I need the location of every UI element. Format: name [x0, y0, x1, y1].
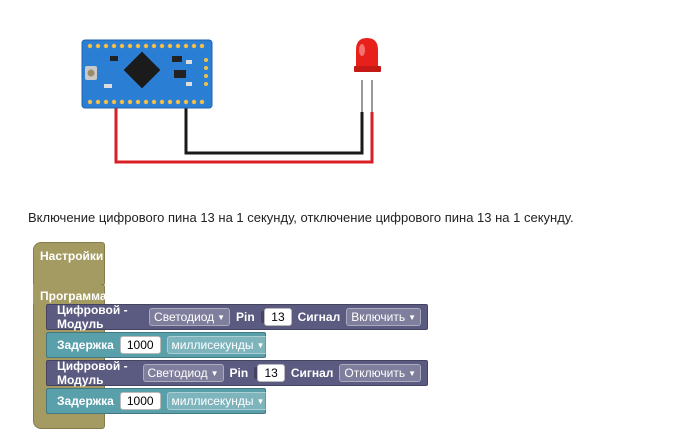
setup-block[interactable]: [33, 242, 105, 286]
led-icon: [354, 38, 381, 112]
pin-input[interactable]: 13: [264, 308, 292, 326]
delay-block-1[interactable]: Задержка 1000 миллисекунды▼: [46, 332, 270, 358]
dropdown-caret-icon: ▼: [217, 312, 226, 322]
input-connector-icon: [260, 311, 265, 323]
example-description: Включение цифрового пина 13 на 1 секунду…: [28, 210, 574, 225]
dropdown-caret-icon: ▼: [256, 340, 265, 350]
pin-input[interactable]: 13: [257, 364, 285, 382]
black-wire: [184, 108, 364, 155]
signal-dropdown[interactable]: Включить▼: [346, 308, 421, 326]
digital-label: Цифровой - Модуль: [57, 359, 128, 387]
delay-input[interactable]: 1000: [119, 336, 161, 354]
pin-label: Pin: [229, 366, 249, 380]
digital-write-block-1[interactable]: Цифровой - Модуль Светодиод▼ Pin 13 Сигн…: [46, 303, 428, 331]
setup-label: Настройки: [40, 249, 104, 263]
red-wire: [114, 108, 374, 164]
digital-label: Цифровой - Модуль: [57, 303, 128, 331]
delay-block-2[interactable]: Задержка 1000 миллисекунды▼: [46, 388, 270, 414]
circuit-diagram: [81, 38, 381, 164]
program-block-header: [33, 284, 101, 304]
arduino-board: [81, 39, 213, 109]
signal-dropdown[interactable]: Отключить▼: [339, 364, 421, 382]
dropdown-caret-icon: ▼: [408, 312, 416, 322]
module-dropdown[interactable]: Светодиод▼: [142, 364, 224, 382]
delay-input[interactable]: 1000: [119, 392, 161, 410]
module-dropdown[interactable]: Светодиод▼: [149, 308, 231, 326]
signal-label: Сигнал: [297, 310, 341, 324]
dropdown-caret-icon: ▼: [408, 368, 416, 378]
delay-label: Задержка: [57, 394, 114, 408]
blockly-workspace: Настройки Программа Цифровой - Модуль Св…: [30, 238, 450, 438]
unit-dropdown[interactable]: миллисекунды▼: [166, 336, 270, 354]
input-connector-icon: [254, 367, 258, 379]
dropdown-caret-icon: ▼: [210, 368, 219, 378]
program-label: Программа: [40, 289, 107, 303]
signal-label: Сигнал: [290, 366, 334, 380]
dropdown-caret-icon: ▼: [256, 396, 265, 406]
pin-label: Pin: [236, 310, 255, 324]
delay-label: Задержка: [57, 338, 114, 352]
unit-dropdown[interactable]: миллисекунды▼: [166, 392, 270, 410]
digital-write-block-2[interactable]: Цифровой - Модуль Светодиод▼ Pin 13 Сигн…: [46, 359, 428, 387]
